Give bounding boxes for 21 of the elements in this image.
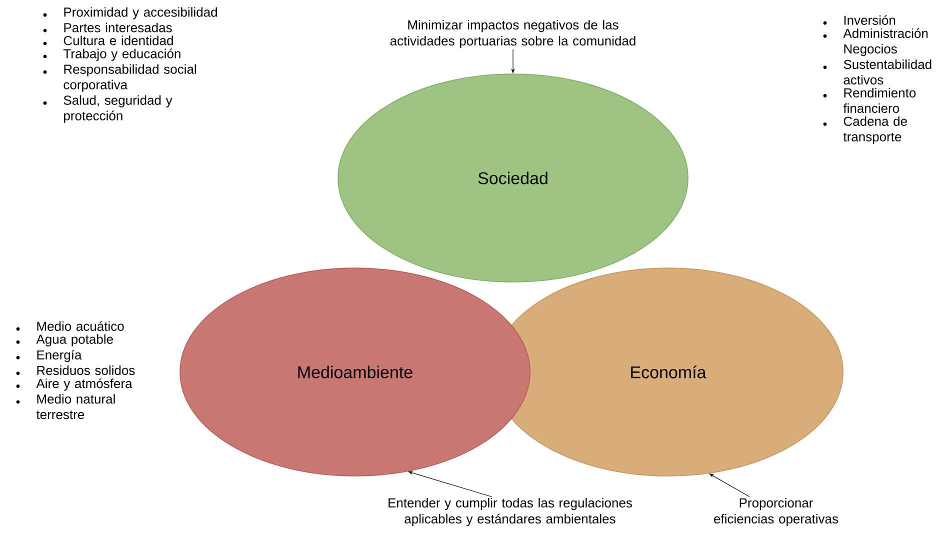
- bullet-item: Medio acuático: [16, 321, 124, 331]
- bullet-item: Inversión: [823, 15, 896, 25]
- bullet-item: Aire y atmósfera: [16, 378, 132, 391]
- bullet-item: Sustentabilidad activos: [823, 59, 932, 85]
- annotation-text: Proporcionar eficiencias operativas: [714, 498, 838, 526]
- bullet-item: Proximidad y accesibilidad: [43, 7, 217, 20]
- bullet-item: Agua potable: [16, 334, 113, 346]
- bullet-item: Responsabilidad social corporativa: [43, 64, 196, 92]
- bullet-item: Trabajo y educación: [43, 48, 180, 61]
- annotation-text: Entender y cumplir todas las regulaciones aplicables y estándares ambientales: [388, 498, 632, 526]
- bullet-item: Cultura e identidad: [43, 36, 173, 46]
- bullet-item: Salud, seguridad y protección: [43, 95, 172, 123]
- annotation-text: Minimizar impactos negativos de las actividades portuarias sobre la comunidad: [390, 20, 636, 48]
- bullet-item: Cadena de transporte: [823, 116, 907, 144]
- bullet-item: Residuos solidos: [16, 366, 135, 376]
- bullet-item: Medio natural terrestre: [16, 394, 115, 420]
- bullet-item: Rendimiento financiero: [823, 88, 916, 113]
- bullet-item: Energía: [16, 350, 82, 362]
- bullet-item: Partes interesadas: [43, 22, 172, 32]
- bullet-item: Administración Negocios: [823, 28, 928, 56]
- arrow: [709, 474, 750, 498]
